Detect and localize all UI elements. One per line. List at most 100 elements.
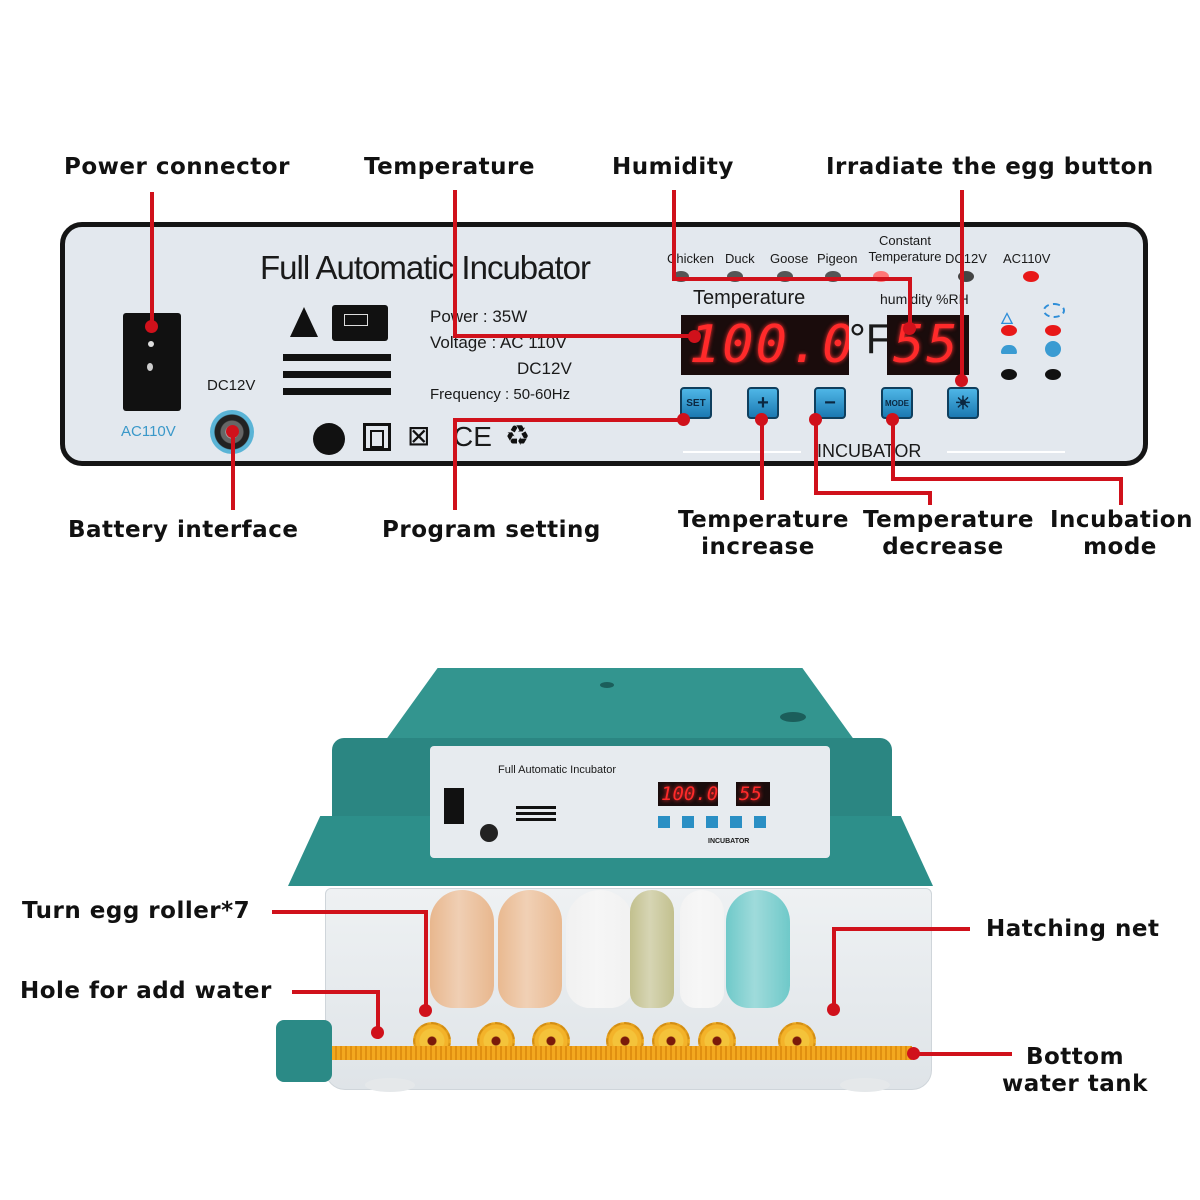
led-constant-temperature bbox=[873, 271, 889, 282]
egg-row-brown bbox=[430, 890, 494, 1008]
leader-humidity bbox=[672, 277, 912, 281]
lid bbox=[380, 668, 860, 748]
spec-power: Power : 35W bbox=[430, 307, 528, 326]
label-hole-add-water: Hole for add water bbox=[20, 978, 272, 1004]
irradiate-egg-button[interactable]: ☀ bbox=[947, 387, 979, 419]
humidity-display: 55 bbox=[887, 315, 969, 375]
label-temperature: Temperature bbox=[364, 154, 535, 180]
socket-pin bbox=[147, 363, 153, 371]
mini-buttons bbox=[658, 816, 766, 828]
incubator-machine: Full Automatic Incubator 100.0 55 INCUBA… bbox=[270, 668, 950, 1108]
leader-incubation-mode bbox=[891, 418, 895, 480]
label-line: increase bbox=[701, 534, 815, 560]
brand-label: INCUBATOR bbox=[817, 441, 922, 461]
mode-label-duck: Duck bbox=[725, 251, 755, 266]
leader-battery bbox=[231, 430, 235, 510]
label-humidity: Humidity bbox=[612, 154, 734, 180]
battery-icon bbox=[332, 305, 388, 341]
spec-frequency: Frequency : 50-60Hz bbox=[430, 386, 571, 403]
temperature-display: 100.0 bbox=[681, 315, 849, 375]
leader-hatching-net bbox=[832, 927, 970, 931]
mode-label-constant-temperature: Constant Temperature bbox=[868, 233, 942, 264]
egg-row-blue bbox=[726, 890, 790, 1008]
leader-dot bbox=[419, 1004, 432, 1017]
flame-icon: 🜂 bbox=[1000, 309, 1014, 328]
led-pigeon bbox=[825, 271, 841, 282]
leader-irradiate bbox=[960, 190, 964, 380]
brand-divider-left bbox=[683, 451, 801, 453]
leader-bottom-water-tank bbox=[912, 1052, 1012, 1056]
humidity-display-label: humidity %RH bbox=[880, 291, 969, 307]
fan-icon bbox=[1043, 303, 1065, 318]
leader-dot bbox=[955, 374, 968, 387]
vent-hole bbox=[780, 712, 806, 722]
label-irradiate-egg-button: Irradiate the egg button bbox=[826, 154, 1154, 180]
ce-mark-icon: CE bbox=[453, 421, 492, 452]
mode-label-ac110v: AC110V bbox=[1003, 251, 1051, 266]
spec-voltage-dc: DC12V bbox=[517, 359, 572, 378]
mini-ac-socket bbox=[444, 788, 464, 824]
leader-hole-add-water bbox=[292, 990, 380, 994]
brand-divider-right bbox=[947, 451, 1065, 453]
label-line: decrease bbox=[882, 534, 1004, 560]
mode-label-goose: Goose bbox=[770, 251, 809, 266]
dc-label: DC12V bbox=[207, 377, 256, 394]
foot bbox=[840, 1078, 890, 1092]
label-power-connector: Power connector bbox=[64, 154, 290, 180]
leader-dot bbox=[688, 330, 701, 343]
socket-pin bbox=[148, 341, 154, 347]
water-icon bbox=[1001, 345, 1017, 354]
leader-temp-decrease bbox=[928, 491, 932, 505]
label-battery-interface: Battery interface bbox=[68, 517, 299, 543]
label-incubation-mode: Incubation mode bbox=[1050, 507, 1193, 561]
led-dc12v bbox=[958, 271, 974, 282]
label-temperature-decrease: Temperature decrease bbox=[863, 507, 1033, 561]
mode-label-pigeon: Pigeon bbox=[817, 251, 858, 266]
leader-dot bbox=[677, 413, 690, 426]
led-goose bbox=[777, 271, 793, 282]
gear-rack bbox=[332, 1046, 912, 1060]
leader-program-setting bbox=[453, 418, 683, 422]
mini-panel-title: Full Automatic Incubator bbox=[498, 764, 617, 776]
led-fan bbox=[1045, 325, 1061, 336]
mode-label-chicken: Chicken bbox=[667, 251, 714, 266]
led-duck bbox=[727, 271, 743, 282]
label-line: Bottom bbox=[1025, 1044, 1125, 1070]
weee-bin-icon: ⊠ bbox=[407, 419, 431, 452]
mode-label-dc12v: DC12V bbox=[945, 251, 987, 266]
leader-program-setting bbox=[453, 418, 457, 510]
led-humidify bbox=[1001, 369, 1017, 380]
mini-humidity-display: 55 bbox=[736, 782, 770, 806]
led-alarm bbox=[1045, 369, 1061, 380]
mini-temperature-display: 100.0 bbox=[658, 782, 718, 806]
mini-dc-symbol bbox=[516, 806, 556, 821]
leader-temp-decrease bbox=[814, 418, 818, 494]
egg-row-brown bbox=[498, 890, 562, 1008]
label-bottom-water-tank: Bottom water tank bbox=[995, 1044, 1155, 1098]
leader-hatching-net bbox=[832, 927, 836, 1007]
temperature-decrease-button[interactable]: − bbox=[814, 387, 846, 419]
grounding-icon bbox=[313, 423, 345, 455]
label-temperature-increase: Temperature increase bbox=[678, 507, 848, 561]
leader-turn-egg-roller bbox=[424, 910, 428, 1006]
leader-temp-increase bbox=[760, 418, 764, 500]
leader-humidity bbox=[672, 190, 676, 280]
label-line: Incubation bbox=[1050, 507, 1193, 533]
label-line: mode bbox=[1083, 534, 1157, 560]
mini-brand: INCUBATOR bbox=[708, 838, 750, 845]
leader-incubation-mode bbox=[1119, 477, 1123, 505]
mode-button[interactable]: MODE bbox=[881, 387, 913, 419]
leader-temp-decrease bbox=[814, 491, 932, 495]
leader-hole-add-water bbox=[376, 990, 380, 1030]
control-panel: Full Automatic Incubator AC110V DC12V Po… bbox=[60, 222, 1148, 466]
vent-hole bbox=[600, 682, 614, 688]
foot bbox=[365, 1078, 415, 1092]
label-turn-egg-roller: Turn egg roller*7 bbox=[22, 898, 251, 924]
leader-dot bbox=[903, 322, 916, 335]
water-hole-cap bbox=[276, 1020, 332, 1082]
leader-dot bbox=[145, 320, 158, 333]
leader-turn-egg-roller bbox=[272, 910, 428, 914]
dc-symbol-icon bbox=[283, 354, 391, 395]
temperature-display-label: Temperature bbox=[693, 287, 806, 309]
leader-incubation-mode bbox=[891, 477, 1123, 481]
